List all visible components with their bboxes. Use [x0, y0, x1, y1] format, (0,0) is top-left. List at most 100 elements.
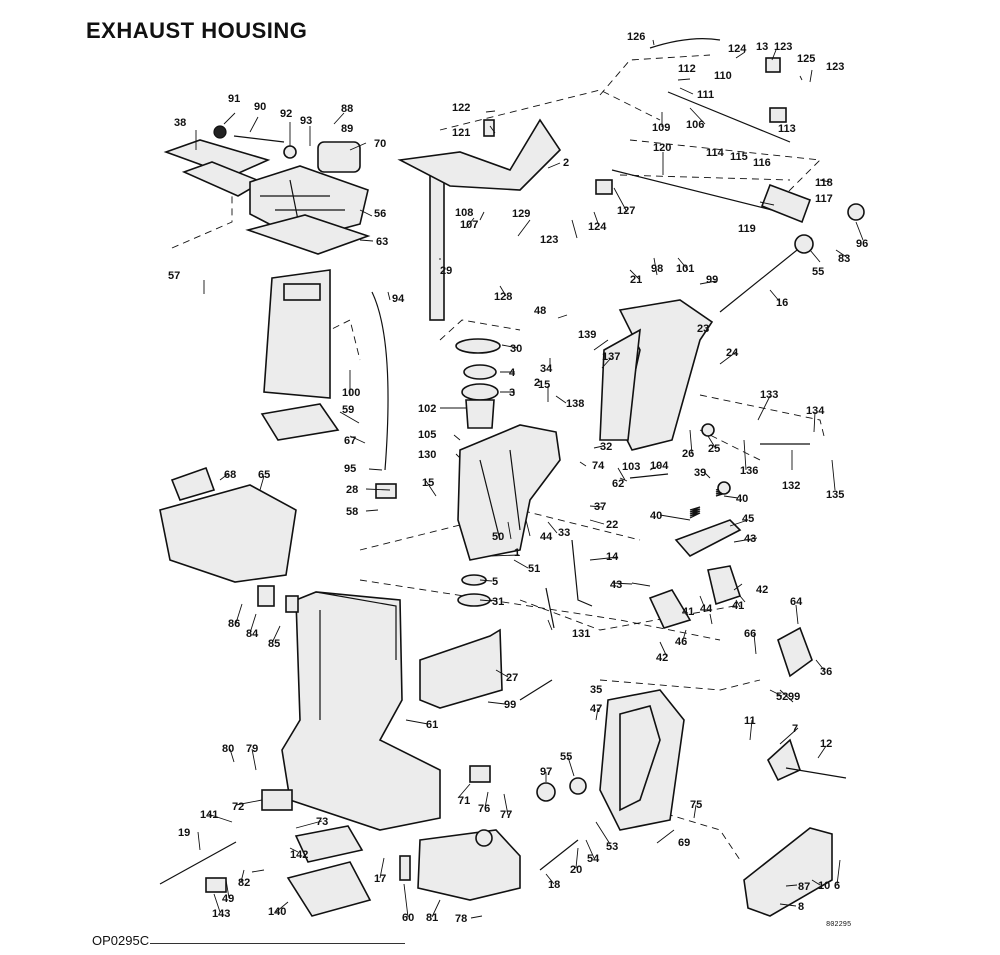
callout-number: 107 [460, 219, 478, 231]
callout-number: 41 [682, 606, 694, 618]
callout-number: 77 [500, 809, 512, 821]
seal-67 [260, 403, 340, 441]
swivel-bracket-detail [479, 449, 521, 541]
callout-number: 112 [678, 63, 696, 75]
callout-number: 13 [756, 41, 768, 53]
cover-68 [170, 466, 216, 501]
callout-number: 120 [653, 142, 671, 154]
cover-64 [419, 628, 503, 709]
water-tube-94 [371, 291, 389, 471]
exhaust-housing-61 [281, 591, 441, 831]
callout-number: 68 [224, 469, 236, 481]
callout-number: 84 [246, 628, 259, 640]
lever-46 [648, 589, 692, 629]
callout-number: 96 [856, 238, 868, 250]
callout-number: 124 [728, 43, 747, 55]
callout-number: 100 [342, 387, 360, 399]
plate-7 [767, 738, 801, 782]
callout-number: 33 [558, 527, 570, 539]
callout-number: 35 [590, 684, 602, 696]
callout-number: 14 [606, 551, 619, 563]
callout-number: 40 [650, 510, 662, 522]
callout-number: 106 [686, 119, 704, 131]
bushing-3 [461, 383, 499, 401]
callout-number: 71 [458, 795, 470, 807]
lever-41 [707, 565, 742, 606]
callout-number: 28 [346, 484, 358, 496]
clamp-bracket-23-inner [599, 328, 641, 441]
callout-number: 83 [838, 253, 850, 265]
callout-number: 62 [612, 478, 624, 490]
callout-number: 91 [228, 93, 240, 105]
callout-number: 138 [566, 398, 584, 410]
callout-number: 16 [776, 297, 788, 309]
callout-number: 22 [606, 519, 618, 531]
washer-5 [461, 574, 487, 586]
bushing-4 [463, 364, 497, 380]
callout-number: 123 [540, 234, 558, 246]
callout-number: 63 [376, 236, 388, 248]
callout-number: 140 [268, 906, 286, 918]
grip-117 [760, 183, 812, 224]
callout-number: 123 [774, 41, 792, 53]
callout-number: 43 [744, 533, 756, 545]
callout-number: 67 [344, 435, 356, 447]
callout-number: 74 [592, 460, 605, 472]
callout-number: 133 [760, 389, 778, 401]
callout-number: 73 [316, 816, 328, 828]
diagram-code: OP0295C [92, 933, 150, 948]
spring-40-left [689, 506, 701, 519]
callout-number: 29 [440, 265, 452, 277]
callout-number: 93 [300, 115, 312, 127]
callout-number: 79 [246, 743, 258, 755]
callout-number: 39 [694, 467, 706, 479]
callout-number: 109 [652, 122, 670, 134]
callout-number: 55 [560, 751, 572, 763]
callout-number: 142 [290, 849, 308, 861]
callout-number: 117 [815, 193, 833, 205]
callout-number: 101 [676, 263, 694, 275]
exhaust-housing-detail [315, 591, 397, 720]
callout-number: 134 [806, 405, 825, 417]
plate-6 [743, 827, 833, 917]
callout-number: 143 [212, 908, 230, 920]
callout-number: 49 [222, 893, 234, 905]
callout-number: 65 [258, 469, 270, 481]
footer-rule [150, 943, 405, 944]
callout-number: 103 [622, 461, 640, 473]
callout-number: 108 [455, 207, 473, 219]
latch-45 [674, 519, 742, 557]
callout-number: 60 [402, 912, 414, 924]
callout-number: 30 [510, 343, 522, 355]
callout-number: 86 [228, 618, 240, 630]
callout-number: 11 [744, 715, 756, 727]
callout-number: 21 [630, 274, 642, 286]
callout-number: 126 [627, 31, 645, 43]
callout-number: 38 [174, 117, 186, 129]
callout-number: 81 [426, 912, 438, 924]
exhaust-tube-59 [263, 269, 331, 399]
exhaust-tube-top [283, 283, 321, 301]
callout-number: 98 [651, 263, 663, 275]
cable-126 [649, 38, 721, 49]
callout-number: 78 [455, 913, 467, 925]
callout-number: 104 [650, 460, 669, 472]
callout-number: 34 [540, 363, 553, 375]
callout-number: 110 [714, 70, 732, 82]
callout-number: 131 [572, 628, 590, 640]
drive-shaft-29 [429, 169, 445, 321]
washer-30 [455, 338, 501, 354]
callout-number: 50 [492, 531, 504, 543]
callout-number: 17 [374, 873, 386, 885]
callout-number: 139 [578, 329, 596, 341]
callout-number: 15 [538, 379, 550, 391]
arm-106 [667, 91, 791, 143]
screen-69 [294, 825, 364, 863]
callout-number: 89 [341, 123, 353, 135]
valve-70 [317, 141, 361, 173]
callout-number: 94 [392, 293, 405, 305]
bracket-47 [777, 626, 813, 678]
callout-number: 45 [742, 513, 754, 525]
callout-number: 135 [826, 489, 844, 501]
callout-number: 46 [675, 636, 687, 648]
